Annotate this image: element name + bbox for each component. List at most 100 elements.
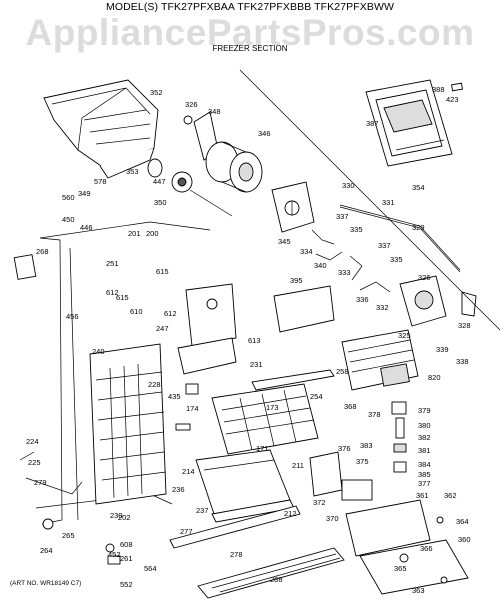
- callout-330: 330: [342, 181, 355, 190]
- callout-349: 349: [78, 189, 91, 198]
- callout-385: 385: [418, 470, 431, 479]
- callout-423: 423: [446, 95, 459, 104]
- callout-446: 446: [80, 223, 93, 232]
- callout-278: 278: [230, 550, 243, 559]
- callout-381: 381: [418, 446, 431, 455]
- callout-435: 435: [168, 392, 181, 401]
- callout-335: 335: [350, 225, 363, 234]
- model-list: MODEL(S) TFK27PFXBAA TFK27PFXBBB TFK27PF…: [106, 1, 394, 13]
- callout-612: 612: [164, 309, 177, 318]
- icemaker-mold: [399, 275, 477, 327]
- callout-331: 331: [382, 198, 395, 207]
- auger-spring: [147, 158, 233, 217]
- callout-352: 352: [150, 88, 163, 97]
- callout-326: 326: [185, 100, 198, 109]
- callout-370: 370: [326, 514, 339, 523]
- callout-237: 237: [196, 506, 209, 515]
- ice-bucket: [43, 79, 159, 179]
- callout-338: 338: [456, 357, 469, 366]
- callout-236: 236: [172, 485, 185, 494]
- callout-450: 450: [62, 215, 75, 224]
- callout-365: 365: [394, 564, 407, 573]
- callout-230: 230: [110, 511, 123, 520]
- callout-350: 350: [154, 198, 167, 207]
- callout-288: 288: [270, 575, 283, 584]
- callout-264: 264: [40, 546, 53, 555]
- callout-332: 332: [376, 303, 389, 312]
- callout-368: 368: [344, 402, 357, 411]
- callout-362: 362: [444, 491, 457, 500]
- toe-grille: [169, 505, 345, 599]
- callout-387: 387: [366, 119, 379, 128]
- water-valve: [391, 401, 407, 473]
- callout-340: 340: [314, 261, 327, 270]
- callout-258: 258: [336, 367, 349, 376]
- callout-240: 240: [92, 347, 105, 356]
- callout-564: 564: [144, 564, 157, 573]
- callout-608: 608: [120, 540, 133, 549]
- callout-383: 383: [360, 441, 373, 450]
- callout-202: 202: [118, 513, 131, 522]
- callout-384: 384: [418, 460, 431, 469]
- callout-201: 201: [128, 229, 141, 238]
- callout-247: 247: [156, 324, 169, 333]
- callout-364: 364: [456, 517, 469, 526]
- callout-212: 212: [284, 509, 297, 518]
- callout-173: 173: [266, 403, 279, 412]
- callout-375: 375: [356, 457, 369, 466]
- callout-376: 376: [338, 444, 351, 453]
- callout-339: 339: [436, 345, 449, 354]
- evaporator: [89, 343, 167, 505]
- callout-395: 395: [290, 276, 303, 285]
- callout-353: 353: [126, 167, 139, 176]
- callout-337: 337: [378, 241, 391, 250]
- callout-265: 265: [62, 531, 75, 540]
- callout-363: 363: [412, 586, 425, 595]
- freezer-basket: [211, 369, 335, 455]
- callout-261: 261: [120, 554, 133, 563]
- callout-366: 366: [420, 544, 433, 553]
- callout-231: 231: [250, 360, 263, 369]
- callout-388: 388: [432, 85, 445, 94]
- callout-447: 447: [153, 177, 166, 186]
- callout-613: 613: [248, 336, 261, 345]
- callout-335: 335: [390, 255, 403, 264]
- callout-552: 552: [120, 580, 133, 589]
- callout-171: 171: [256, 444, 269, 453]
- callout-336: 336: [356, 295, 369, 304]
- callout-211: 211: [292, 461, 304, 470]
- callout-456: 456: [66, 312, 79, 321]
- callout-382: 382: [418, 433, 431, 442]
- callout-174: 174: [186, 404, 199, 413]
- callout-361: 361: [416, 491, 429, 500]
- callout-225: 225: [28, 458, 41, 467]
- callout-378: 378: [368, 410, 381, 419]
- air-duct: [177, 283, 335, 375]
- callout-329: 329: [412, 223, 425, 232]
- callout-348: 348: [208, 107, 221, 116]
- dispenser-door-frame: [365, 79, 463, 167]
- ice-bin: [195, 449, 295, 523]
- callout-325: 325: [398, 331, 411, 340]
- auger-assembly: [183, 111, 263, 193]
- callout-200: 200: [146, 229, 159, 238]
- callout-377: 377: [418, 479, 431, 488]
- callout-328: 328: [458, 321, 471, 330]
- callout-615: 615: [116, 293, 129, 302]
- callout-277: 277: [180, 527, 193, 536]
- callout-379: 379: [418, 406, 431, 415]
- motor-plate: [271, 181, 315, 233]
- callout-560: 560: [62, 193, 75, 202]
- callout-610: 610: [130, 307, 143, 316]
- callout-615: 615: [156, 267, 169, 276]
- art-number: (ART NO. WR18149 C7): [10, 580, 82, 587]
- callout-612: 612: [106, 288, 119, 297]
- callout-452: 452: [108, 550, 121, 559]
- callout-224: 224: [26, 437, 39, 446]
- callout-578: 578: [94, 177, 107, 186]
- callout-345: 345: [278, 237, 291, 246]
- watermark: AppliancePartsPros.com: [25, 12, 475, 53]
